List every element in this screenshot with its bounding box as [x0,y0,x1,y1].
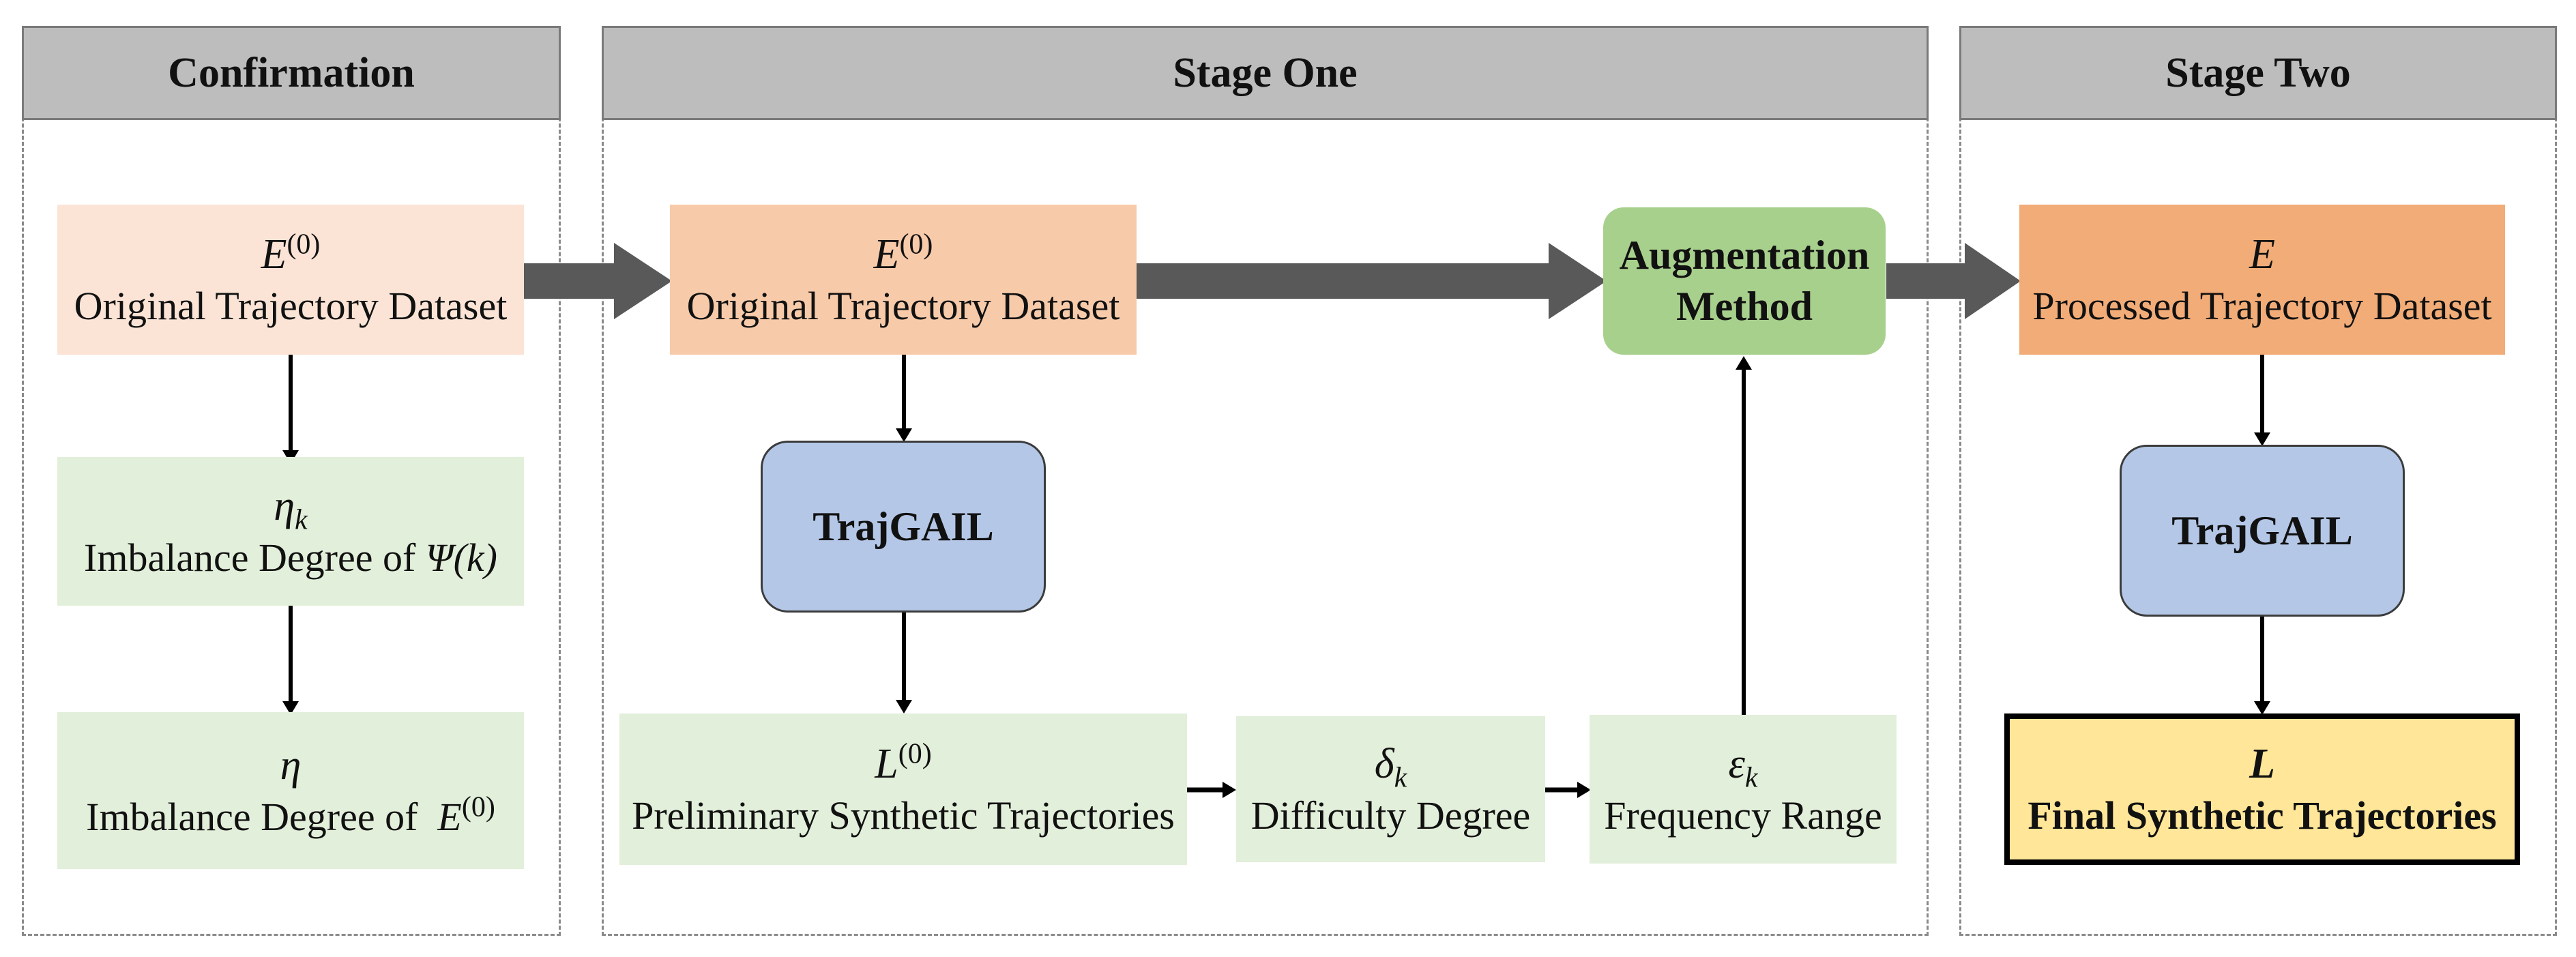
panel-header-confirmation: Confirmation [22,26,561,120]
stage-one-frequency-range: εk Frequency Range [1590,715,1897,864]
stage-two-processed-dataset: E Processed Trajectory Dataset [2019,205,2505,355]
big-arrow-original-to-augmentation [1136,243,1607,319]
stage-two-trajgail: TrajGAIL [2120,445,2405,617]
panel-header-stage-one: Stage One [602,26,1929,120]
node-label: Original Trajectory Dataset [74,283,508,328]
stage-one-difficulty-degree: δk Difficulty Degree [1236,716,1545,862]
stage-one-augmentation-method: Augmentation Method [1603,207,1886,355]
stage-one-trajgail: TrajGAIL [761,441,1046,613]
confirmation-eta: η Imbalance Degree of E(0) [57,712,524,869]
confirmation-original-dataset: E(0) Original Trajectory Dataset [57,205,524,355]
confirmation-eta-k: ηk Imbalance Degree of Ψ(k) [57,457,524,606]
stage-one-preliminary-trajectories: L(0) Preliminary Synthetic Trajectories [619,713,1187,865]
stage-two-final-trajectories: L Final Synthetic Trajectories [2004,713,2520,865]
big-arrow-augmentation-to-stage-two [1886,243,2021,319]
stage-one-original-dataset: E(0) Original Trajectory Dataset [670,205,1137,355]
panel-header-stage-two: Stage Two [1959,26,2557,120]
big-arrow-confirmation-to-stage-one [524,243,672,319]
